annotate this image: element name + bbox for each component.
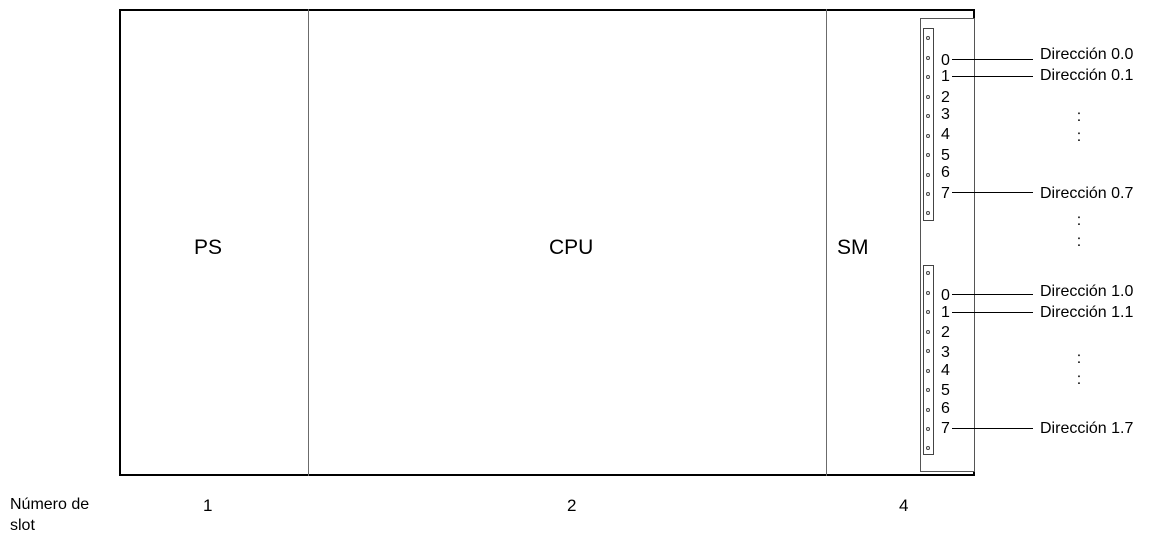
module-label-ps: PS (194, 236, 223, 259)
slot-number-ps: 1 (203, 496, 213, 515)
divider-ps-cpu (308, 9, 309, 476)
ellipsis: : (1076, 212, 1082, 229)
ellipsis: : (1076, 350, 1082, 367)
module-label-cpu: CPU (549, 236, 594, 259)
bit-label: 0 (941, 52, 950, 69)
bit-label: 2 (941, 324, 950, 341)
bit-label: 6 (941, 164, 950, 181)
bit-label: 4 (941, 362, 950, 379)
slot-caption: Número de slot (10, 494, 89, 536)
slot-number-cpu: 2 (567, 496, 577, 515)
bit-label: 3 (941, 106, 950, 123)
pin (926, 211, 930, 215)
pin (926, 134, 930, 138)
pin (926, 36, 930, 40)
bit-label: 4 (941, 126, 950, 143)
ellipsis: : (1076, 233, 1082, 250)
address-lead (952, 192, 1033, 193)
address-label: Dirección 1.0 (1040, 283, 1134, 300)
bit-label: 2 (941, 89, 950, 106)
ellipsis: : (1076, 371, 1082, 388)
address-lead (952, 428, 1033, 429)
address-label: Dirección 1.1 (1040, 304, 1134, 321)
bit-label: 3 (941, 344, 950, 361)
bit-label: 5 (941, 382, 950, 399)
bit-label: 6 (941, 400, 950, 417)
pin (926, 310, 930, 314)
address-lead (952, 76, 1033, 77)
pin (926, 95, 930, 99)
slot-caption-line2: slot (10, 517, 35, 534)
ellipsis: : (1076, 128, 1082, 145)
terminal-strip-byte1 (923, 265, 934, 455)
pin (926, 427, 930, 431)
pin (926, 192, 930, 196)
pin (926, 349, 930, 353)
address-lead (952, 59, 1033, 60)
pin (926, 56, 930, 60)
address-label: Dirección 1.7 (1040, 420, 1134, 437)
pin (926, 446, 930, 450)
address-label: Dirección 0.7 (1040, 185, 1134, 202)
slot-number-sm: 4 (899, 496, 909, 515)
module-label-sm: SM (837, 236, 869, 259)
pin (926, 173, 930, 177)
address-lead (952, 294, 1033, 295)
slot-caption-line1: Número de (10, 496, 90, 513)
address-label: Dirección 0.0 (1040, 46, 1134, 63)
pin (926, 114, 930, 118)
pin (926, 291, 930, 295)
pin (926, 330, 930, 334)
divider-cpu-sm (826, 9, 827, 476)
address-label: Dirección 0.1 (1040, 67, 1134, 84)
pin (926, 388, 930, 392)
ellipsis: : (1076, 108, 1082, 125)
bit-label: 0 (941, 287, 950, 304)
bit-label: 1 (941, 68, 950, 85)
bit-label: 5 (941, 147, 950, 164)
pin (926, 271, 930, 275)
pin (926, 153, 930, 157)
terminal-strip-byte0 (923, 28, 934, 221)
bit-label: 7 (941, 185, 950, 202)
bit-label: 1 (941, 304, 950, 321)
pin (926, 75, 930, 79)
address-lead (952, 312, 1033, 313)
pin (926, 408, 930, 412)
pin (926, 369, 930, 373)
bit-label: 7 (941, 420, 950, 437)
